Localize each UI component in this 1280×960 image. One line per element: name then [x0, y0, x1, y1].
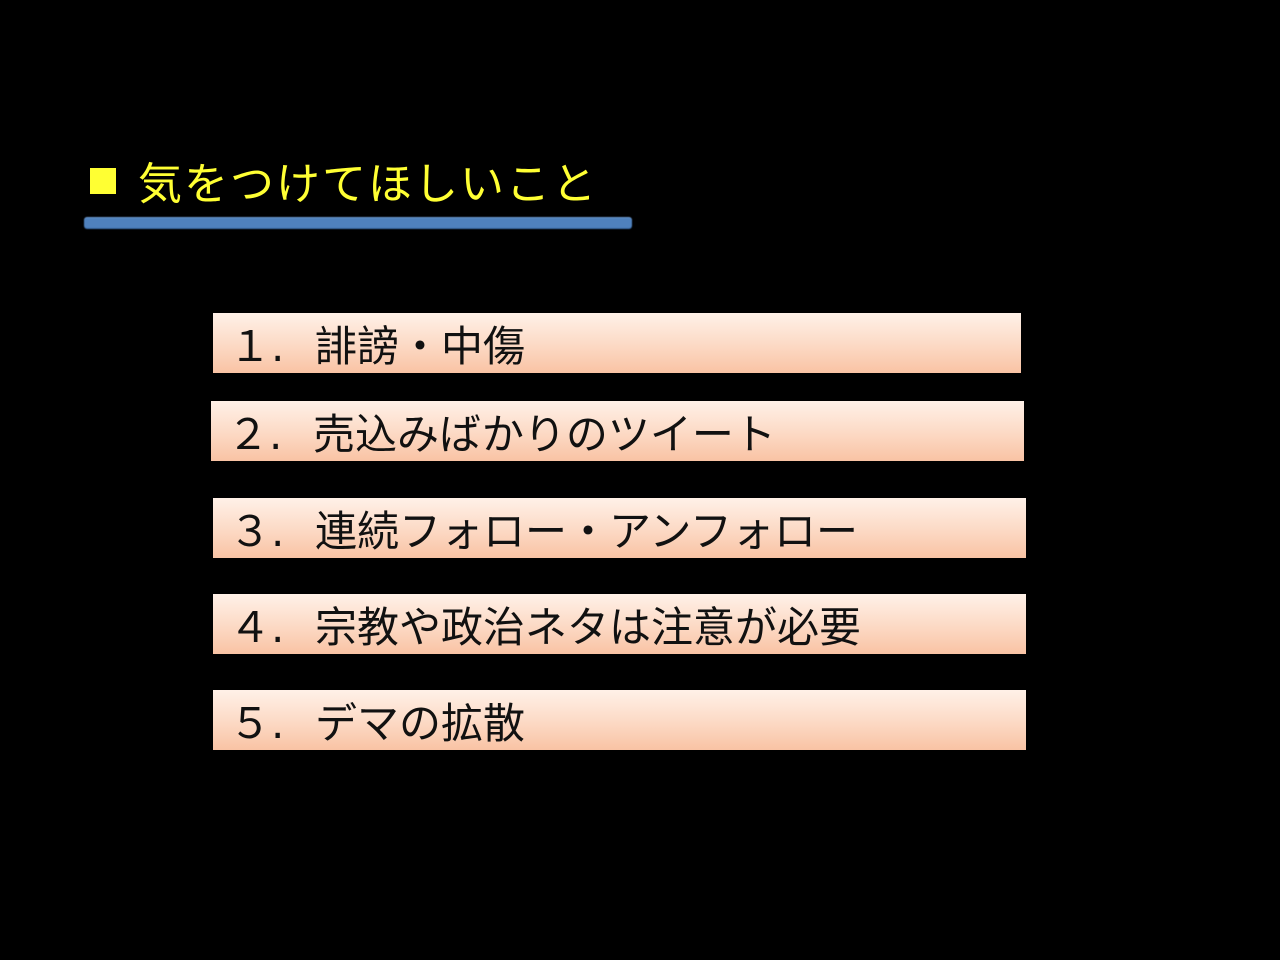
item-number: ５.	[229, 698, 285, 748]
item-number: ３.	[229, 506, 285, 556]
list-item: ５. デマの拡散	[213, 690, 1026, 750]
item-number: ４.	[229, 602, 285, 652]
item-text: 売込みばかりのツイート	[313, 409, 776, 459]
heading-text: 気をつけてほしいこと	[138, 159, 598, 210]
square-bullet-icon	[90, 168, 116, 194]
item-text: デマの拡散	[315, 698, 526, 748]
item-number: １.	[229, 321, 285, 371]
heading-underline	[84, 218, 632, 228]
item-number: ２.	[227, 409, 283, 459]
item-text: 誹謗・中傷	[315, 321, 526, 371]
list-item: ３. 連続フォロー・アンフォロー	[213, 498, 1026, 558]
item-text: 連続フォロー・アンフォロー	[315, 506, 859, 556]
list-item: ４. 宗教や政治ネタは注意が必要	[213, 594, 1026, 654]
list-item: １. 誹謗・中傷	[213, 313, 1021, 373]
list-item: ２. 売込みばかりのツイート	[211, 401, 1024, 461]
item-text: 宗教や政治ネタは注意が必要	[315, 602, 862, 652]
slide-heading: 気をつけてほしいこと	[90, 148, 598, 212]
